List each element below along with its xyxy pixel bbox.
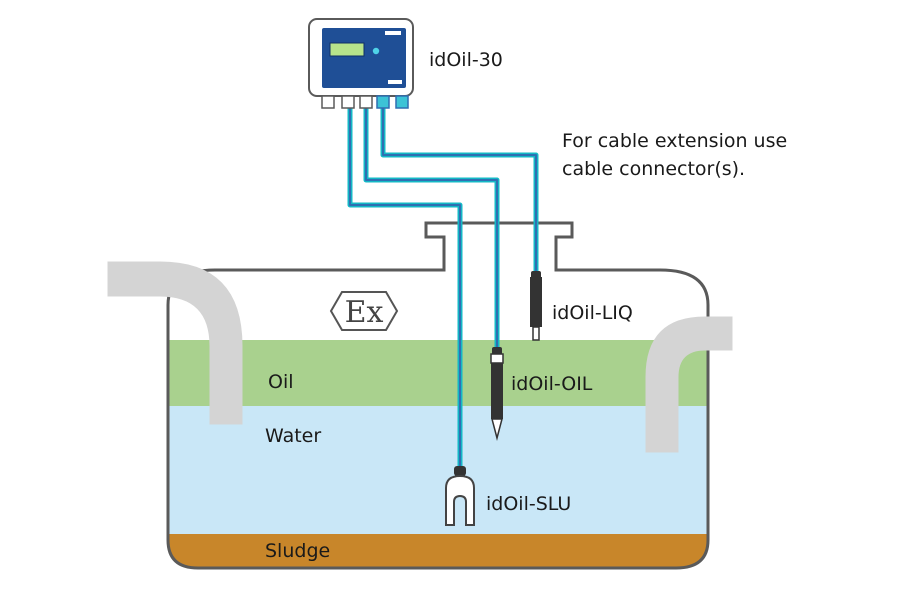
controller-panel	[322, 28, 406, 88]
controller-connectors	[321, 95, 409, 109]
sensor-oil-cap-icon	[492, 347, 502, 355]
note-line-1: For cable extension use	[562, 130, 787, 152]
note-line-2: cable connector(s).	[562, 158, 745, 180]
water-layer	[168, 406, 708, 534]
controller-bottom-strip	[388, 80, 402, 84]
cables	[347, 108, 539, 470]
sensor-idoil-slu	[445, 466, 475, 526]
connector-2	[341, 95, 355, 109]
cable-liq	[380, 108, 539, 277]
connector-1	[321, 95, 335, 109]
connector-5	[395, 95, 409, 109]
sensor-liq-label: idOil-LIQ	[552, 302, 633, 324]
sensor-slu-label: idOil-SLU	[486, 493, 571, 515]
outlet-pipe	[645, 316, 733, 453]
controller-top-strip	[385, 31, 401, 35]
oil-layer	[168, 340, 708, 406]
ex-mark: Ex	[329, 291, 399, 331]
ex-hexagon-icon	[329, 291, 399, 331]
ex-mark-text: Ex	[345, 295, 384, 330]
connector-3	[359, 95, 373, 109]
sensor-liq-body-icon	[530, 277, 542, 327]
sensor-slu-cap-icon	[454, 466, 466, 476]
oil-layer-label: Oil	[268, 371, 294, 393]
sludge-layer	[168, 534, 708, 568]
controller-status-led-icon	[372, 47, 380, 55]
cable-slu	[347, 108, 463, 470]
cable-oil	[363, 108, 500, 352]
sensor-idoil-liq	[530, 271, 542, 341]
water-layer-label: Water	[265, 425, 321, 447]
controller-label: idOil-30	[429, 49, 503, 71]
inlet-pipe	[107, 261, 243, 425]
connector-4	[376, 95, 390, 109]
sensor-oil-tip-icon	[491, 418, 503, 441]
tank-layers	[168, 340, 708, 568]
controller-idoil-30	[308, 18, 414, 109]
sludge-layer-label: Sludge	[265, 540, 330, 562]
controller-display	[329, 42, 365, 57]
sensor-oil-collar-icon	[490, 353, 504, 364]
sensor-oil-body-icon	[491, 363, 503, 419]
sensor-liq-tip-icon	[532, 326, 540, 341]
sensor-idoil-oil	[490, 347, 504, 441]
sensor-oil-label: idOil-OIL	[511, 373, 593, 395]
sensor-slu-fork-icon	[445, 474, 475, 526]
